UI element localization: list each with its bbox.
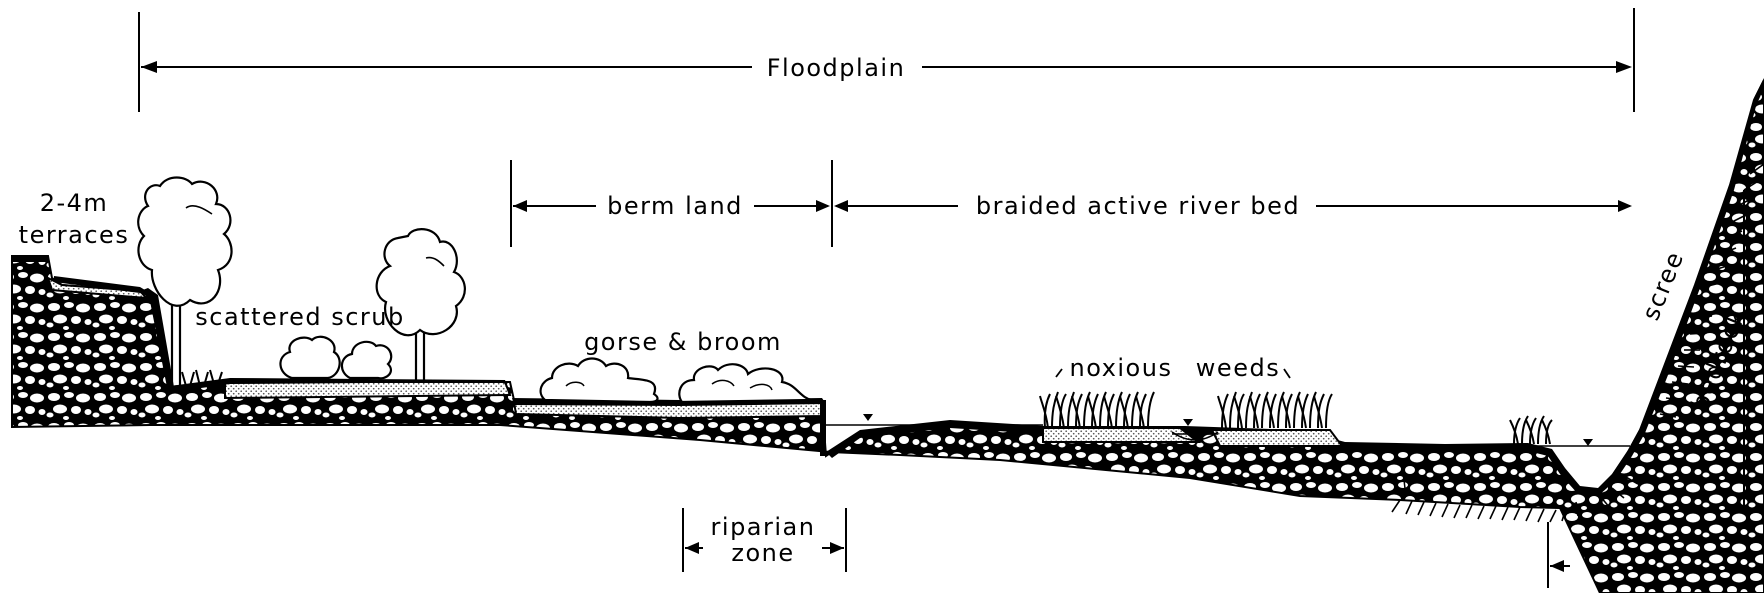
scrub-bush-2 — [342, 342, 391, 378]
arrowhead-left-icon — [685, 542, 699, 554]
arrowhead-right-icon — [1616, 61, 1632, 73]
ground-profile — [12, 78, 1764, 593]
arrowhead-left-icon — [513, 200, 527, 212]
arrowhead-right-icon — [830, 542, 844, 554]
water-level-marker-icon — [863, 414, 873, 421]
weeds-soil-right — [1212, 430, 1342, 446]
riparian-weeds-clump — [1510, 416, 1552, 444]
arrowhead-right-icon — [816, 200, 830, 212]
gorse-broom-label: gorse & broom — [584, 328, 782, 356]
scattered-scrub-label: scattered scrub — [195, 303, 404, 331]
water-level-marker-icon — [1183, 419, 1193, 426]
riparian-left-label-line2: zone — [731, 539, 794, 567]
scree-label: scree — [1637, 247, 1690, 324]
gorse-broom-bushes — [541, 359, 812, 403]
gravel-layer — [12, 80, 1764, 593]
riparian-left-label-line1: riparian — [711, 513, 816, 541]
terraces-label-line2: terraces — [19, 221, 130, 249]
weeds-label: weeds — [1196, 354, 1280, 382]
braided-bed-label: braided active river bed — [976, 192, 1300, 220]
weeds-soil — [1043, 428, 1198, 442]
arrowhead-left-icon — [834, 200, 848, 212]
scrub-bush-1 — [280, 337, 339, 378]
water-level-marker-icon — [1583, 439, 1593, 446]
noxious-label: noxious — [1070, 354, 1173, 382]
arrowhead-right-icon — [1618, 200, 1632, 212]
berm-land-label: berm land — [607, 192, 743, 220]
noxious-weeds-clump-1 — [1040, 392, 1154, 428]
noxious-weeds-clump-2 — [1218, 392, 1332, 428]
floodplain-label: Floodplain — [767, 54, 906, 82]
arrowhead-left-icon — [141, 61, 157, 73]
arrowhead-left-icon — [1550, 560, 1564, 572]
terraces-label-line1: 2-4m — [40, 189, 109, 217]
scrub-soil — [225, 382, 510, 398]
